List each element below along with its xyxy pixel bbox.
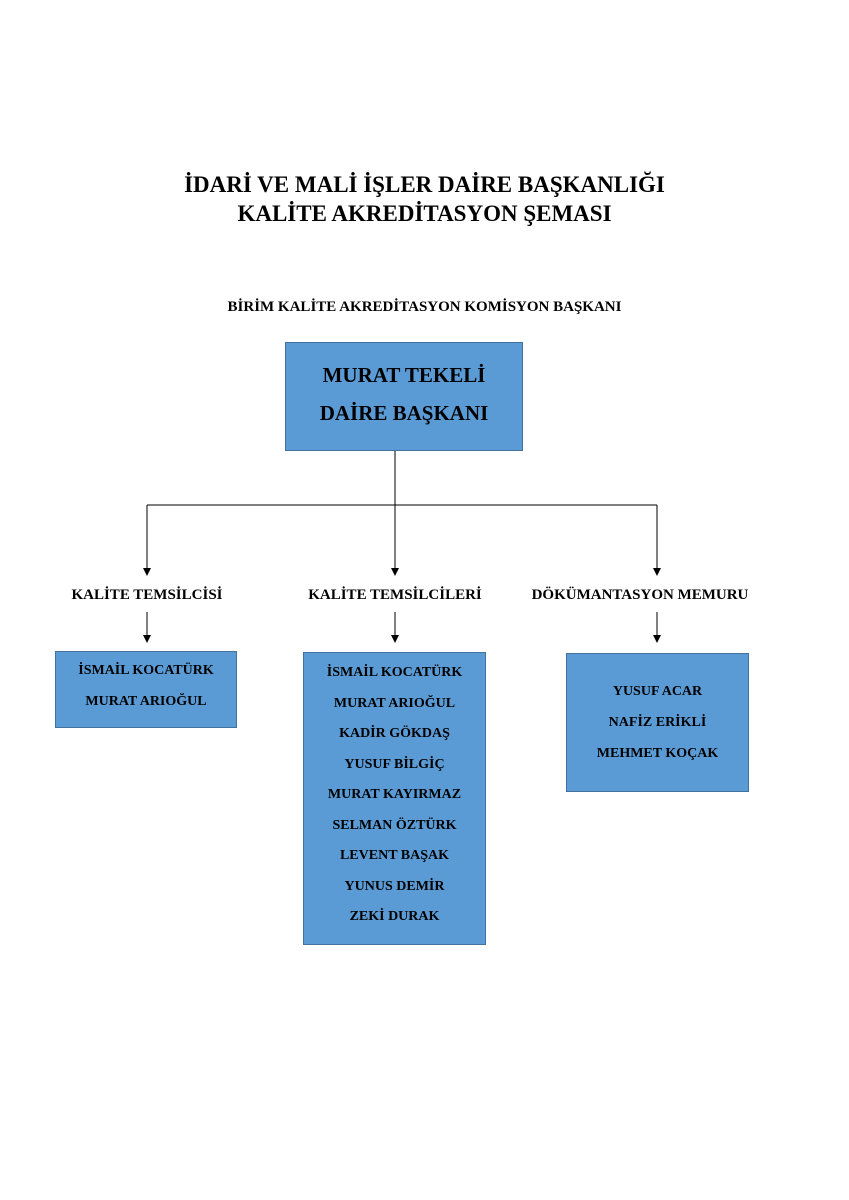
page-subtitle: KALİTE AKREDİTASYON ŞEMASI: [237, 201, 612, 226]
member-item: NAFİZ ERİKLİ: [608, 715, 707, 730]
head-role: DAİRE BAŞKANI: [319, 401, 489, 425]
member-item: YUNUS DEMİR: [344, 878, 445, 894]
page-title: İDARİ VE MALİ İŞLER DAİRE BAŞKANLIĞI: [184, 172, 665, 197]
member-item: YUSUF ACAR: [612, 684, 703, 699]
head-name: MURAT TEKELİ: [322, 363, 486, 387]
documentation-officer-box: YUSUF ACAR NAFİZ ERİKLİ MEHMET KOÇAK: [566, 653, 749, 792]
member-item: SELMAN ÖZTÜRK: [332, 817, 457, 833]
member-item: YUSUF BİLGİÇ: [344, 756, 445, 772]
branch-label-quality-representatives: KALİTE TEMSİLCİLERİ: [308, 587, 482, 603]
member-item: KADİR GÖKDAŞ: [339, 726, 450, 741]
member-item: MURAT ARIOĞUL: [85, 693, 207, 709]
branch-label-quality-representative: KALİTE TEMSİLCİSİ: [71, 587, 223, 603]
member-item: İSMAİL KOCATÜRK: [326, 665, 463, 680]
head-box: MURAT TEKELİ DAİRE BAŞKANI: [285, 342, 523, 451]
member-item: İSMAİL KOCATÜRK: [78, 663, 214, 678]
quality-representatives-box: İSMAİL KOCATÜRK MURAT ARIOĞUL KADİR GÖKD…: [303, 652, 486, 945]
member-item: LEVENT BAŞAK: [339, 848, 450, 863]
member-item: MEHMET KOÇAK: [596, 746, 719, 761]
member-item: MURAT KAYIRMAZ: [327, 787, 462, 802]
member-item: MURAT ARIOĞUL: [333, 695, 456, 711]
quality-representative-box: İSMAİL KOCATÜRK MURAT ARIOĞUL: [55, 651, 237, 728]
member-item: ZEKİ DURAK: [349, 909, 440, 924]
commission-head-label: BİRİM KALİTE AKREDİTASYON KOMİSYON BAŞKA…: [227, 299, 622, 315]
branch-label-documentation-officer: DÖKÜMANTASYON MEMURU: [531, 587, 749, 603]
